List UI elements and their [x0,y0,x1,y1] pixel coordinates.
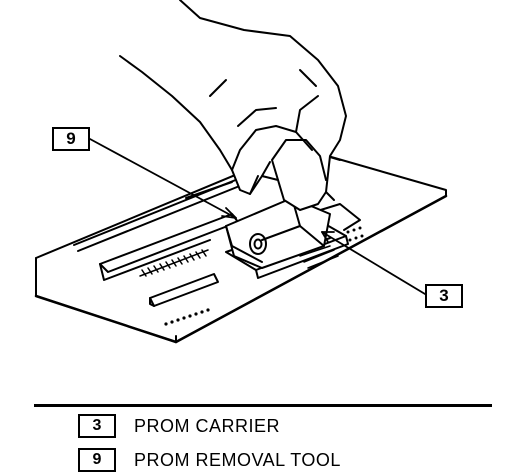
dot-row-right [346,226,364,242]
legend-item: 9 PROM REMOVAL TOOL [78,448,341,472]
dot-row-front [164,308,210,326]
legend-number: 9 [92,451,102,468]
legend-number-box: 3 [78,414,116,438]
callout-leader-3 [321,231,426,295]
hand [119,0,347,211]
legend-label: PROM REMOVAL TOOL [134,449,341,470]
legend-divider [34,404,492,407]
prom-removal-illustration [34,0,448,344]
legend-number-box: 9 [78,448,116,472]
callout-leader-9 [89,138,237,219]
pin-row-upper [139,249,209,277]
callout-label-3: 3 [425,284,463,308]
callout-number: 9 [66,129,76,148]
lower-connector [149,273,219,307]
legend-number: 3 [92,417,102,434]
legend-item: 3 PROM CARRIER [78,414,280,438]
legend-label: PROM CARRIER [134,415,281,436]
callout-number: 3 [439,286,449,305]
callout-label-9: 9 [52,127,90,151]
